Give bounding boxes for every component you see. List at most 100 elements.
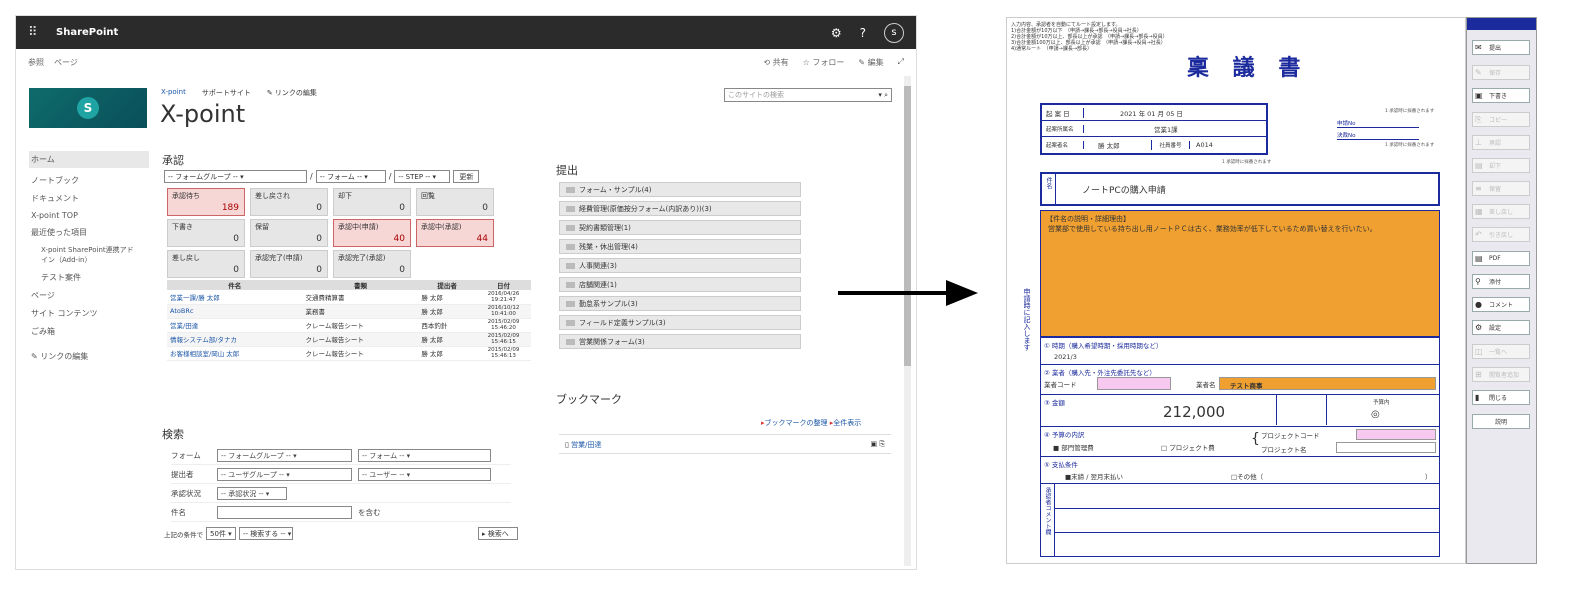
vendor-code-field[interactable] xyxy=(1097,377,1171,390)
nav-item[interactable]: テスト案件 xyxy=(41,273,81,282)
nav-item[interactable]: X-point TOP xyxy=(31,211,78,220)
nav-item[interactable]: ノートブック xyxy=(31,176,79,185)
close-button[interactable]: ▮閉じる xyxy=(1472,390,1530,405)
user-group-select[interactable]: -- ユーザグループ -- ▾ xyxy=(217,467,352,481)
avatar[interactable]: s xyxy=(884,22,904,43)
add-viewer-button[interactable]: ⊞閲覧者追加 xyxy=(1472,367,1530,382)
folder-item[interactable]: フィールド定義サンプル(3) xyxy=(559,315,801,330)
project-name-field[interactable] xyxy=(1336,442,1436,453)
subject-field[interactable]: ノートPCの購入申請 xyxy=(1082,186,1166,196)
project-code-field[interactable] xyxy=(1356,429,1436,440)
save-button[interactable]: ✎保存 xyxy=(1472,65,1530,80)
settings-button[interactable]: ⚙設定 xyxy=(1472,320,1530,335)
scrollbar[interactable] xyxy=(904,76,911,566)
budget-check-icon[interactable]: ◎ xyxy=(1371,409,1380,420)
breadcrumb-support[interactable]: サポートサイト xyxy=(201,89,251,97)
draft-date-field[interactable]: 2021 年 01 月 05 日 xyxy=(1120,109,1183,118)
bookmark-item-actions[interactable]: ▣ ⎘ xyxy=(870,440,885,448)
share-button[interactable]: ⟲ 共有 xyxy=(763,57,789,67)
reason-field[interactable]: 【件名の説明・詳細理由】 営業部で使用している持ち出し用ノートＰＣは古く、業務効… xyxy=(1040,210,1440,337)
attach-button[interactable]: ⚲添付 xyxy=(1472,274,1530,289)
vendor-name-field[interactable]: テスト商事 xyxy=(1219,377,1436,390)
tile-completed-applied[interactable]: 承認完了(申請)0 xyxy=(250,250,328,278)
form-select[interactable]: -- フォーム -- ▾ xyxy=(315,170,386,183)
nav-item[interactable]: ごみ箱 xyxy=(31,327,55,336)
site-logo[interactable]: S xyxy=(29,88,147,128)
nav-item[interactable]: 最近使った項目 xyxy=(31,228,87,237)
folder-item[interactable]: フォーム・サンプル(4) xyxy=(559,182,801,197)
payment-standard-radio[interactable]: ■末締 / 翌月末払い xyxy=(1065,473,1123,481)
ribbon-tab-browse[interactable]: 参照 xyxy=(28,57,44,67)
ribbon-tab-page[interactable]: ページ xyxy=(54,57,78,67)
suite-brand[interactable]: SharePoint xyxy=(56,27,119,38)
payment-other-radio[interactable]: □その他（ xyxy=(1231,473,1264,481)
dept-cost-radio[interactable]: ■ 部門管理費 xyxy=(1053,444,1094,452)
search-go-button[interactable]: ▸ 検索へ xyxy=(478,527,518,540)
tile-approving-approved[interactable]: 承認中(承認)44 xyxy=(416,219,494,247)
draft-button[interactable]: ▣下書き xyxy=(1472,88,1530,103)
subject-input[interactable] xyxy=(217,505,352,519)
pdf-button[interactable]: ▤PDF xyxy=(1472,251,1530,266)
bookmark-item[interactable]: ▯ 営業/田達 ▣ ⎘ xyxy=(559,434,891,454)
search-icon[interactable]: ▾ ⌕ xyxy=(878,91,888,99)
breadcrumb-xpoint[interactable]: X-point xyxy=(161,88,186,96)
form-group-select[interactable]: -- フォームグループ -- ▾ xyxy=(164,170,307,183)
period-field[interactable]: 2021/3 xyxy=(1054,353,1077,361)
focus-icon[interactable]: ⤢ xyxy=(897,56,904,66)
nav-item[interactable]: サイト コンテンツ xyxy=(31,309,98,318)
nav-item[interactable]: X-point SharePoint連携アドイン（Add-in） xyxy=(41,246,134,264)
column-header[interactable]: 日付 xyxy=(476,280,531,290)
bookmark-show-all-link[interactable]: 全件表示 xyxy=(833,419,862,427)
folder-item[interactable]: 人事関連(3) xyxy=(559,258,801,273)
column-header[interactable]: 件名 xyxy=(167,280,303,290)
folder-item[interactable]: 残業・休出管理(4) xyxy=(559,239,801,254)
send-back-button[interactable]: ▦差し戻し xyxy=(1472,204,1530,219)
employee-no-field[interactable]: A014 xyxy=(1196,141,1213,149)
gear-icon[interactable]: ⚙ xyxy=(830,25,842,40)
approve-button[interactable]: ⊥承認 xyxy=(1472,135,1530,150)
help-icon[interactable]: ? xyxy=(859,25,866,40)
result-count-select[interactable]: 50件 ▾ xyxy=(206,527,236,540)
dept-field[interactable]: 営業1課 xyxy=(1154,125,1178,134)
step-select[interactable]: -- STEP -- ▾ xyxy=(394,170,451,183)
folder-item[interactable]: 契約書類管理(1) xyxy=(559,220,801,235)
amount-field[interactable]: 212,000 xyxy=(1163,403,1226,421)
comment-button[interactable]: ●コメント xyxy=(1472,297,1530,312)
folder-item[interactable]: 勤怠系サンプル(3) xyxy=(559,296,801,311)
search-form-select[interactable]: -- フォーム -- ▾ xyxy=(358,448,491,462)
column-header[interactable]: 提出者 xyxy=(418,280,476,290)
submit-button[interactable]: ✉提出 xyxy=(1472,40,1530,55)
nav-edit-links[interactable]: ✎ リンクの編集 xyxy=(31,352,89,361)
nav-item[interactable]: ドキュメント xyxy=(31,194,79,203)
edit-button[interactable]: ✎ 編集 xyxy=(858,57,884,67)
reject-button[interactable]: ▤却下 xyxy=(1472,158,1530,173)
copy-button[interactable]: ⎘コピー xyxy=(1472,112,1530,127)
follow-button[interactable]: ☆ フォロー xyxy=(802,57,845,67)
drafter-field[interactable]: 勝 太郎 xyxy=(1084,140,1152,150)
pull-back-button[interactable]: ↶引き戻し xyxy=(1472,227,1530,242)
search-action-select[interactable]: -- 検索する -- ▾ xyxy=(239,527,293,540)
folder-item[interactable]: 経費管理(原価按分フォーム(内訳あり))(3) xyxy=(559,201,801,216)
nav-item[interactable]: ページ xyxy=(31,291,55,300)
list-button[interactable]: ◫一覧へ xyxy=(1472,344,1530,359)
nav-item[interactable]: ホーム xyxy=(29,151,149,168)
column-header[interactable]: 書類 xyxy=(302,280,419,290)
search-form-group-select[interactable]: -- フォームグループ -- ▾ xyxy=(217,448,352,462)
status-select[interactable]: -- 承認状況 -- ▾ xyxy=(217,486,287,500)
help-button[interactable]: 説明 xyxy=(1472,414,1530,429)
tile-approving-applied[interactable]: 承認中(申請)40 xyxy=(333,219,411,247)
project-cost-radio[interactable]: □ プロジェクト費 xyxy=(1161,444,1215,452)
edit-links[interactable]: ✎ リンクの編集 xyxy=(266,89,317,97)
folder-item[interactable]: 店舗関連(1) xyxy=(559,277,801,292)
